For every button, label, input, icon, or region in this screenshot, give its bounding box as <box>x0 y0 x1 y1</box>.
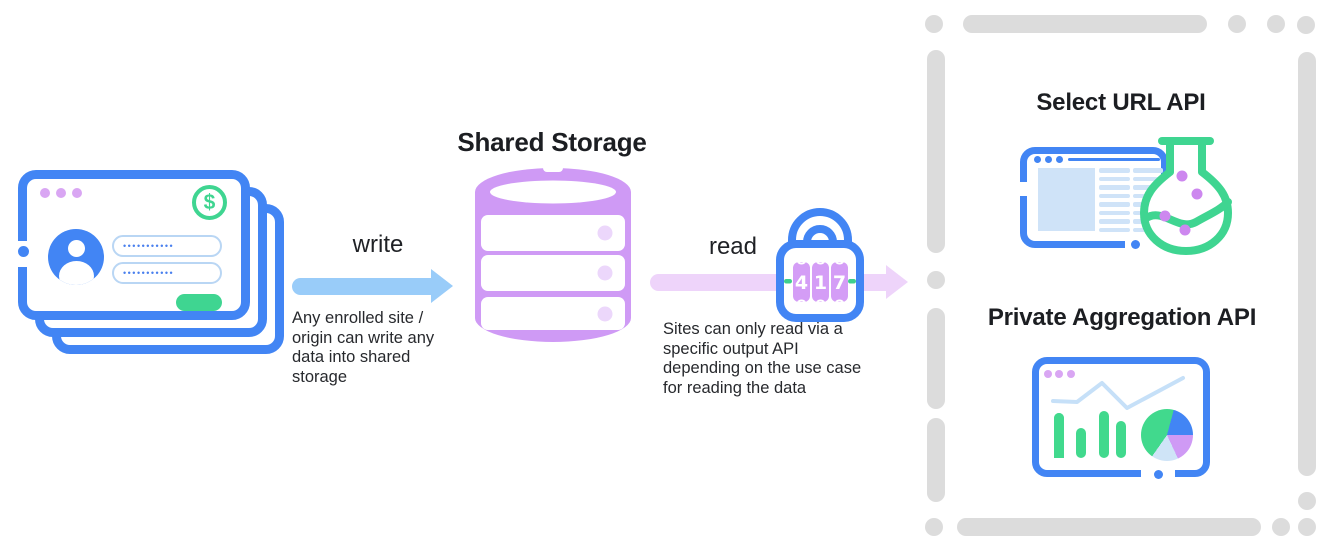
bar-chart <box>1054 411 1126 458</box>
lock-digit: 7 <box>833 272 846 294</box>
private-aggregation-api-title: Private Aggregation API <box>987 304 1257 331</box>
lock-tick-right <box>848 279 856 284</box>
password-field: ••••••••••• <box>112 262 222 284</box>
dashboard-icon <box>1032 357 1210 479</box>
dollar-icon: $ <box>192 185 227 220</box>
write-arrow <box>292 278 432 295</box>
lock-digit: 4 <box>795 272 808 294</box>
mini-charts <box>1051 376 1185 458</box>
window-control-dot <box>1034 156 1041 163</box>
write-note: Any enrolled site / origin can write any… <box>292 309 435 386</box>
write-arrow-head <box>431 269 453 303</box>
password-field: ••••••••••• <box>112 235 222 257</box>
lock-tick-left <box>784 279 792 284</box>
window-control-dot <box>56 188 66 198</box>
shared-storage-title: Shared Storage <box>457 127 647 157</box>
window-control-dot <box>1056 156 1063 163</box>
window-control-dot <box>1055 370 1063 378</box>
lock-digit: 1 <box>814 272 827 294</box>
window-control-dot <box>72 188 82 198</box>
read-arrow-head <box>886 265 908 299</box>
database-icon <box>475 166 631 342</box>
login-window-icon: $ ••••••••••• ••••••••••• <box>17 170 250 320</box>
submit-button <box>176 294 222 311</box>
flask-icon <box>1140 137 1232 255</box>
pie-chart <box>1141 409 1193 461</box>
window-control-dot <box>1044 370 1052 378</box>
write-label: write <box>352 231 404 258</box>
avatar-icon <box>48 229 104 285</box>
address-bar-line <box>1068 157 1160 161</box>
line-chart <box>1051 376 1185 410</box>
window-control-dot <box>1067 370 1075 378</box>
select-url-api-title: Select URL API <box>1036 89 1206 116</box>
wheel-partial-digits <box>796 262 845 302</box>
read-note: Sites can only read via a specific outpu… <box>663 320 862 397</box>
read-label: read <box>708 233 758 260</box>
border-dot <box>18 246 29 257</box>
combination-lock-icon: 4 1 7 <box>776 208 864 322</box>
window-control-dot <box>40 188 50 198</box>
window-control-dot <box>1045 156 1052 163</box>
content-block <box>1038 168 1095 231</box>
